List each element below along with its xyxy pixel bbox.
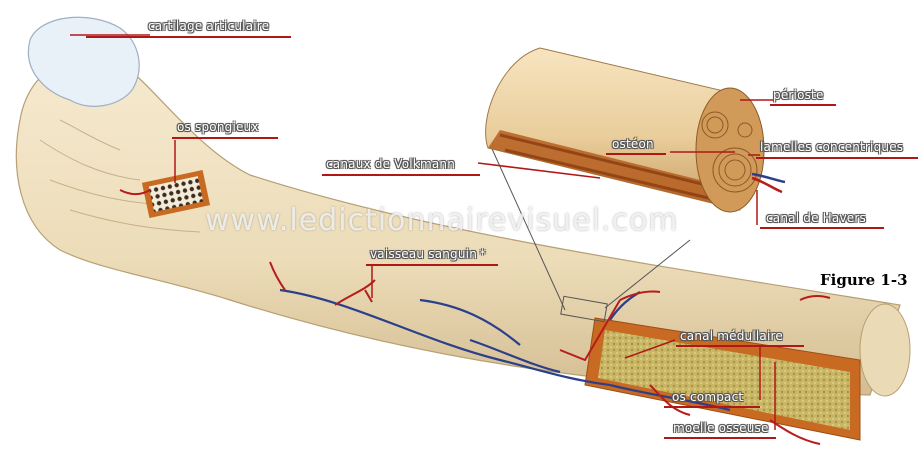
label-underline: [756, 157, 918, 159]
label-underline: [172, 137, 278, 139]
label-compact: os compact: [672, 390, 743, 404]
label-underline: [676, 345, 804, 347]
label-volkmann: canaux de Volkmann: [326, 157, 455, 171]
label-lamellae: lamelles concentriques: [760, 140, 903, 154]
label-underline: [760, 227, 884, 229]
label-underline: [664, 437, 776, 439]
label-underline: [366, 264, 498, 266]
watermark: www.ledictionnairevisuel.com: [205, 203, 679, 238]
label-cartilage: cartilage articulaire: [148, 19, 269, 33]
label-underline: [322, 174, 480, 176]
label-underline: [606, 153, 666, 155]
compact-bone-inset: [486, 48, 785, 212]
label-blood-vessel: vaisseau sanguin *: [370, 247, 486, 261]
label-osteon: ostéon: [612, 137, 654, 151]
label-marrow: moelle osseuse: [673, 421, 769, 435]
inset-end-face: [696, 88, 764, 212]
label-periosteum: périoste: [773, 88, 824, 102]
label-havers: canal de Havers: [766, 211, 866, 225]
label-underline: [664, 406, 760, 408]
label-spongy-bone: os spongieux: [177, 120, 259, 134]
figure-caption: Figure 1-3: [820, 271, 908, 289]
shaft-end: [860, 304, 910, 396]
label-medullary: canal médullaire: [680, 329, 783, 343]
label-underline: [86, 36, 291, 38]
label-underline: [770, 104, 836, 106]
